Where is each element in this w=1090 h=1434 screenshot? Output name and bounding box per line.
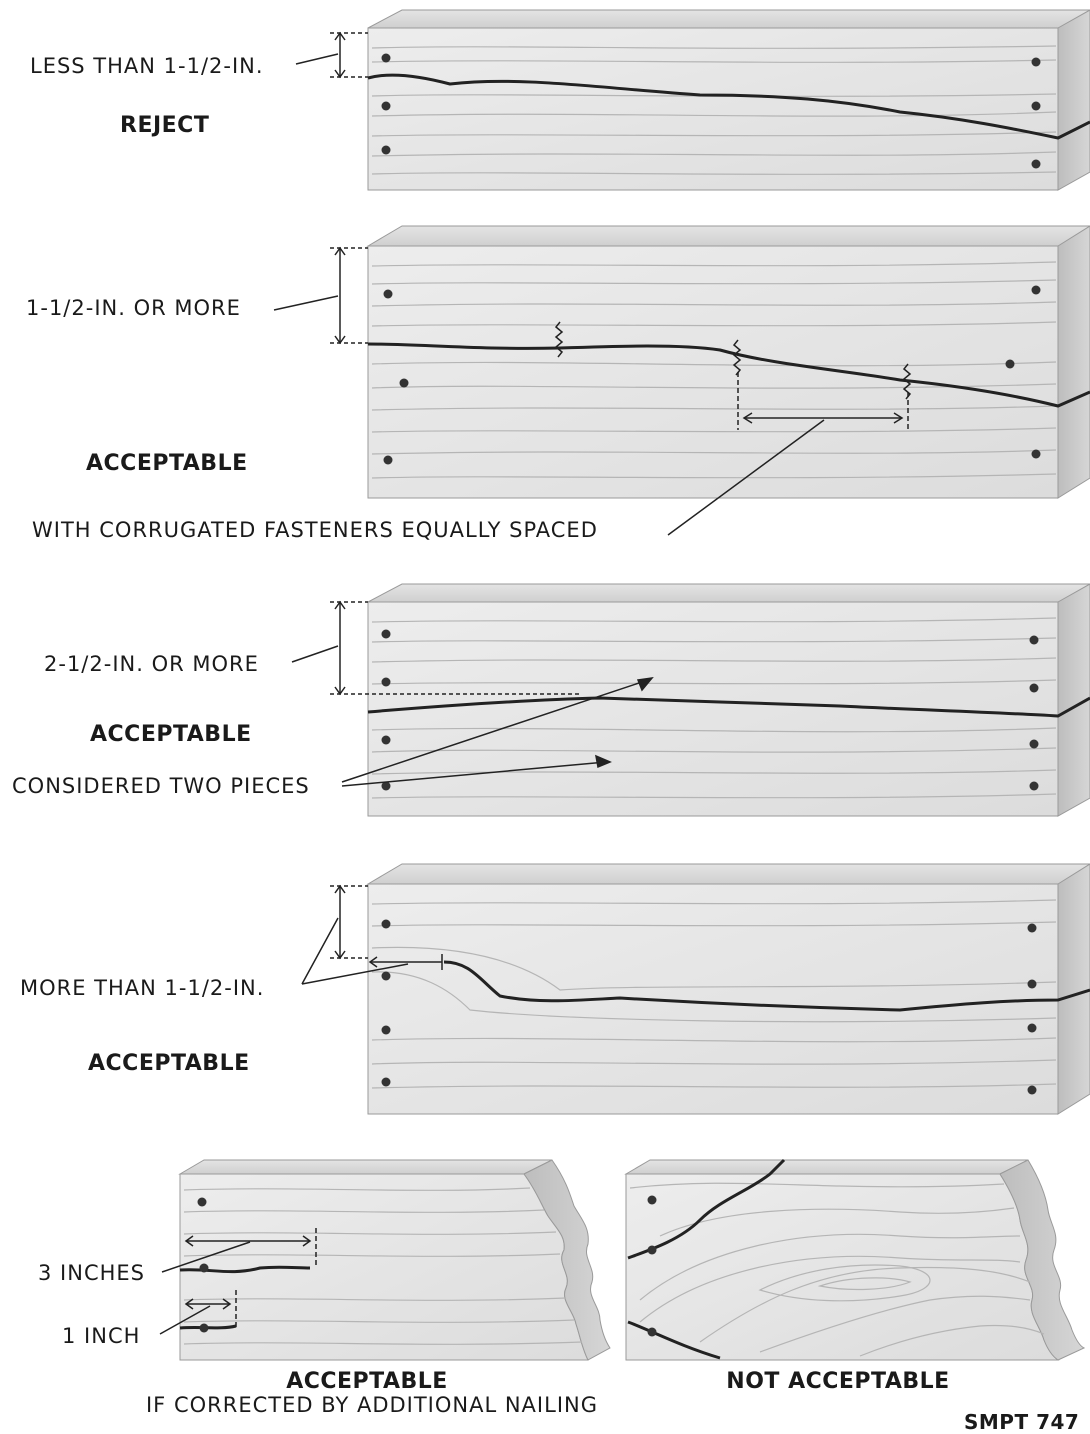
board-top-face [624,1159,1029,1175]
dimension-label: 1 INCH [62,1324,141,1348]
dimension-label: LESS THAN 1-1/2-IN. [30,54,264,78]
board-reject [295,9,1090,191]
board-two-pieces [291,583,1090,817]
wood-grain [371,617,1057,799]
dimension-marker [295,31,368,79]
verdict-label: ACCEPTABLE [88,1051,250,1076]
nail-heads [647,1195,657,1337]
board-end-face [1057,863,1090,1115]
board-top-face [178,1159,553,1175]
nail-heads [383,285,1041,465]
nail-heads [381,919,1037,1095]
board-front-face [179,1173,589,1361]
board-end-face [1057,9,1090,191]
board-fasteners [273,225,1090,536]
nail-heads [381,53,1041,169]
crack-line [367,342,1090,408]
board-diagonal-split [624,1158,1086,1361]
dimension-label: 2-1/2-IN. OR MORE [44,652,259,676]
pointer-arrows [341,676,654,787]
crack-line [179,1324,237,1330]
board-front-face [367,883,1059,1115]
board-top-face [366,863,1090,885]
nail-heads [197,1197,209,1333]
crack-line [367,73,1090,140]
wood-grain [371,899,1057,1089]
figure-id: SMPT 747 [964,1410,1080,1434]
board-top-face [366,225,1090,247]
dimension-label: MORE THAN 1-1/2-IN. [20,976,265,1000]
verdict-label: REJECT [120,113,210,138]
wood-grain [371,261,1057,479]
dimension-marker [291,600,580,696]
dimension-label: 3 INCHES [38,1261,145,1285]
corrugated-fasteners [554,321,912,400]
board-end-face [1057,225,1090,499]
board-top-face [367,583,1090,603]
wood-grain [629,1182,1045,1357]
crack-line [443,960,1090,1012]
condition-label: IF CORRECTED BY ADDITIONAL NAILING [145,1393,599,1417]
board-front-face [367,245,1059,499]
verdict-label: NOT ACCEPTABLE [726,1369,950,1394]
note-label: CONSIDERED TWO PIECES [12,774,310,798]
board-front-face [367,27,1059,191]
nail-heads [381,629,1039,791]
verdict-label: ACCEPTABLE [90,722,252,747]
board-more-than [301,863,1090,1115]
verdict-label: ACCEPTABLE [286,1369,448,1394]
dimension-marker [159,1228,317,1335]
verdict-label: ACCEPTABLE [86,451,248,476]
board-end-face [999,1159,1086,1361]
crack-line [627,1320,721,1360]
board-end-face [1057,583,1090,817]
board-end-split [159,1159,611,1361]
crack-line [367,696,1090,718]
board-top-face [367,9,1090,29]
wood-grain [183,1187,583,1345]
board-front-face [367,601,1059,817]
note-label: WITH CORRUGATED FASTENERS EQUALLY SPACED [32,518,598,542]
wood-grain [371,45,1057,175]
spacing-marker [667,372,909,536]
dimension-label: 1-1/2-IN. OR MORE [26,296,241,320]
dimension-marker [273,246,368,345]
board-end-face [523,1159,611,1361]
dimension-marker [301,884,443,985]
